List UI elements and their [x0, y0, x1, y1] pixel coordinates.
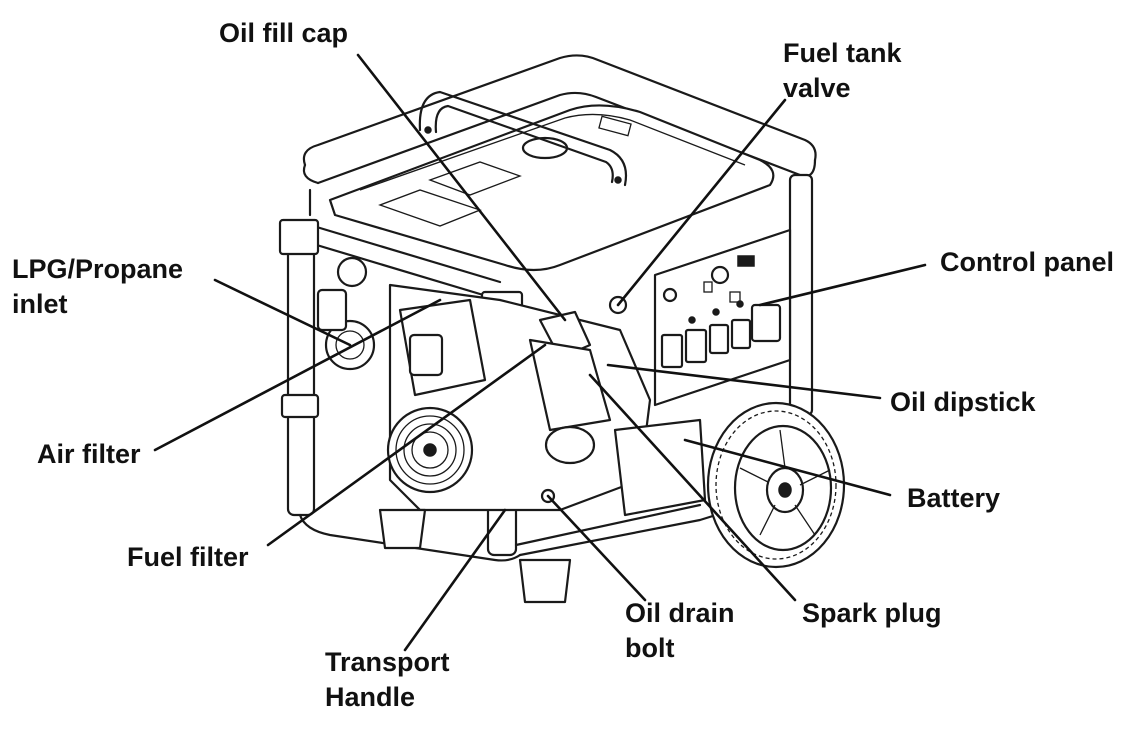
leader-fuel-filter: [266, 343, 547, 547]
label-lpg-propane-inlet: LPG/Propane inlet: [12, 254, 184, 319]
label-oil-dipstick: Oil dipstick: [890, 387, 1036, 417]
wheel: [706, 401, 846, 569]
label-spark-plug: Spark plug: [802, 598, 942, 628]
label-control-panel: Control panel: [940, 247, 1114, 277]
label-fuel-tank-valve: Fuel tank valve: [783, 38, 902, 103]
label-fuel-filter: Fuel filter: [127, 542, 249, 572]
label-transport-handle: Transport Handle: [325, 647, 450, 712]
label-oil-fill-cap: Oil fill cap: [219, 18, 349, 48]
fuel-tank: [328, 90, 775, 272]
leader-oil-drain-bolt: [546, 494, 647, 602]
leader-fuel-tank-valve: [616, 98, 787, 307]
leader-battery: [683, 438, 892, 497]
label-battery: Battery: [907, 483, 1001, 513]
leader-oil-fill-cap: [356, 53, 567, 322]
leader-air-filter: [153, 298, 442, 452]
label-oil-drain-bolt: Oil drain bolt: [625, 598, 735, 663]
leader-lpg-propane-inlet: [213, 278, 352, 347]
leader-control-panel: [758, 263, 927, 307]
feet: [378, 508, 572, 604]
label-air-filter: Air filter: [37, 439, 141, 469]
engine: [316, 256, 707, 517]
control-panel-drawing: [653, 228, 792, 407]
leader-oil-dipstick: [606, 363, 882, 400]
leader-transport-handle: [403, 508, 507, 652]
leader-spark-plug: [588, 373, 797, 602]
leader-lines: [153, 53, 927, 652]
